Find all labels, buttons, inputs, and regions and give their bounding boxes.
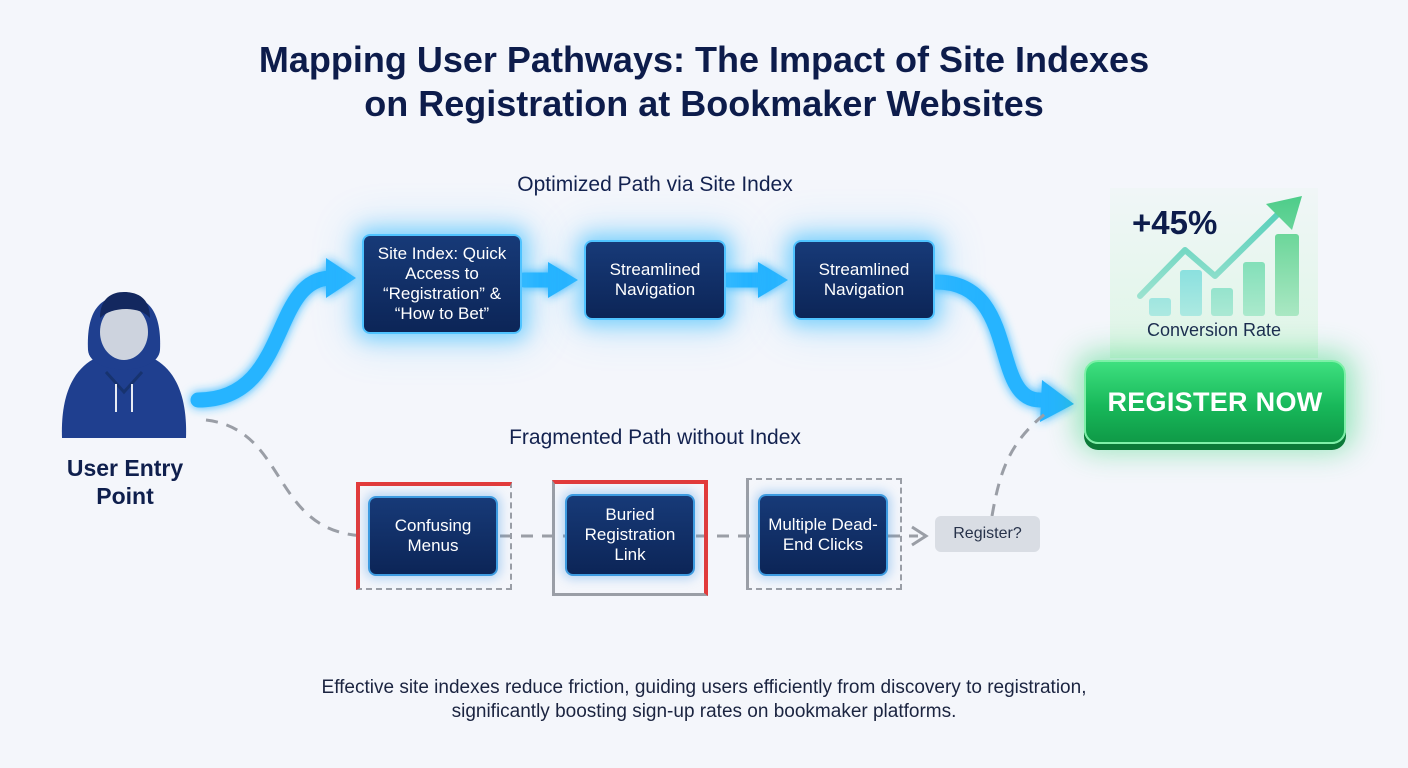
arrowhead-1 [326, 258, 356, 298]
page-title: Mapping User Pathways: The Impact of Sit… [0, 38, 1408, 126]
fragmented-step-buried-link[interactable]: Buried Registration Link [565, 494, 695, 576]
fragmented-step-dead-end-clicks[interactable]: Multiple Dead-End Clicks [758, 494, 888, 576]
footer-line-2: significantly boosting sign-up rates on … [451, 701, 957, 722]
optimized-arrowheads [326, 258, 1074, 422]
fragmented-step-label: Multiple Dead-End Clicks [768, 515, 878, 554]
title-line-2: on Registration at Bookmaker Websites [364, 83, 1044, 124]
optimized-step-label: Site Index: Quick Access to “Registratio… [377, 244, 507, 323]
fragmented-step-label: Buried Registration Link [584, 505, 676, 564]
fragmented-path-label: Fragmented Path without Index [509, 426, 801, 449]
fragmented-path-curve-start [205, 418, 369, 538]
confusing-menus-frame [356, 482, 512, 590]
register-question-badge: Register? [935, 516, 1040, 552]
optimized-step-label: Streamlined Navigation [609, 260, 701, 299]
conversion-label: Conversion Rate [1146, 320, 1282, 340]
arrowhead-4 [1040, 380, 1074, 422]
arrowhead-2 [548, 262, 578, 298]
title-line-1: Mapping User Pathways: The Impact of Sit… [258, 39, 1150, 80]
user-entry-point-label: User Entry Point [66, 455, 184, 509]
conversion-value: +45% [1132, 204, 1218, 241]
user-hoodie-icon [61, 292, 187, 438]
optimized-path [190, 270, 1048, 408]
fragmented-step-confusing-menus[interactable]: Confusing Menus [368, 496, 498, 576]
dead-end-frame [746, 478, 902, 590]
optimized-step-label: Streamlined Navigation [818, 260, 910, 299]
arrowhead-3 [758, 262, 788, 298]
optimized-step-navigation-2[interactable]: Streamlined Navigation [793, 240, 935, 320]
optimized-path-curve-start [190, 270, 338, 408]
fragmented-step-label: Confusing Menus [394, 516, 472, 555]
optimized-step-site-index[interactable]: Site Index: Quick Access to “Registratio… [362, 234, 522, 334]
footer-line-1: Effective site indexes reduce friction, … [321, 677, 1087, 698]
optimized-step-navigation-1[interactable]: Streamlined Navigation [584, 240, 726, 320]
optimized-path-label: Optimized Path via Site Index [517, 173, 793, 196]
fragmented-arrowhead [911, 525, 929, 547]
footer-caption: Effective site indexes reduce friction, … [0, 676, 1408, 724]
fragmented-path-curve-end [990, 408, 1051, 517]
register-now-button[interactable]: REGISTER NOW [1084, 360, 1346, 444]
buried-link-frame [552, 480, 708, 596]
conversion-panel [1110, 188, 1318, 358]
optimized-path-curve-end [928, 274, 1048, 408]
